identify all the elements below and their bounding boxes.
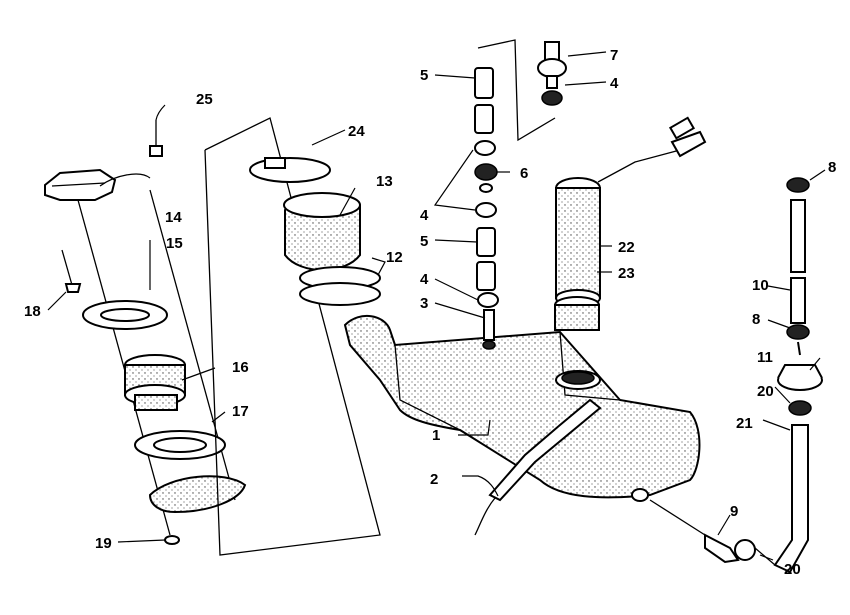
- callout-11: 11: [757, 349, 773, 366]
- callout-24: 24: [348, 123, 365, 140]
- callout-labels: 1 2 3 4 4 4 5 5 6 7 8 8 9 10 11 12 13 14…: [24, 47, 836, 578]
- callout-21: 21: [736, 415, 753, 432]
- right-fuel-line: [649, 177, 823, 574]
- callout-16: 16: [232, 359, 249, 376]
- callout-5-lower: 5: [420, 233, 428, 250]
- callout-6: 6: [520, 165, 528, 182]
- callout-19: 19: [95, 535, 112, 552]
- callout-23: 23: [618, 265, 635, 282]
- callout-25: 25: [196, 91, 213, 108]
- callout-12: 12: [386, 249, 403, 266]
- callout-15: 15: [166, 235, 183, 252]
- callout-4-lower: 4: [420, 271, 429, 288]
- filler-cap-assembly: [44, 120, 247, 545]
- callout-14: 14: [165, 209, 182, 226]
- callout-4-upper: 4: [610, 75, 619, 92]
- callout-17: 17: [232, 403, 249, 420]
- fuel-line-components: [433, 39, 567, 350]
- callout-20-lower: 20: [784, 561, 801, 578]
- callout-8-lower: 8: [752, 311, 760, 328]
- callout-22: 22: [618, 239, 635, 256]
- callout-2: 2: [430, 471, 438, 488]
- callout-3: 3: [420, 295, 428, 312]
- callout-18: 18: [24, 303, 41, 320]
- callout-10: 10: [752, 277, 769, 294]
- callout-1: 1: [432, 427, 440, 444]
- callout-13: 13: [376, 173, 393, 190]
- leader-lines: [47, 51, 826, 561]
- tank-strap: [474, 398, 602, 536]
- callout-4-middle: 4: [420, 207, 429, 224]
- callout-20-upper: 20: [757, 383, 774, 400]
- callout-7: 7: [610, 47, 618, 64]
- fuel-tank: [343, 315, 701, 502]
- fuel-sender: [554, 116, 707, 331]
- callout-5-upper: 5: [420, 67, 428, 84]
- callout-9: 9: [730, 503, 738, 520]
- callout-8-upper: 8: [828, 159, 836, 176]
